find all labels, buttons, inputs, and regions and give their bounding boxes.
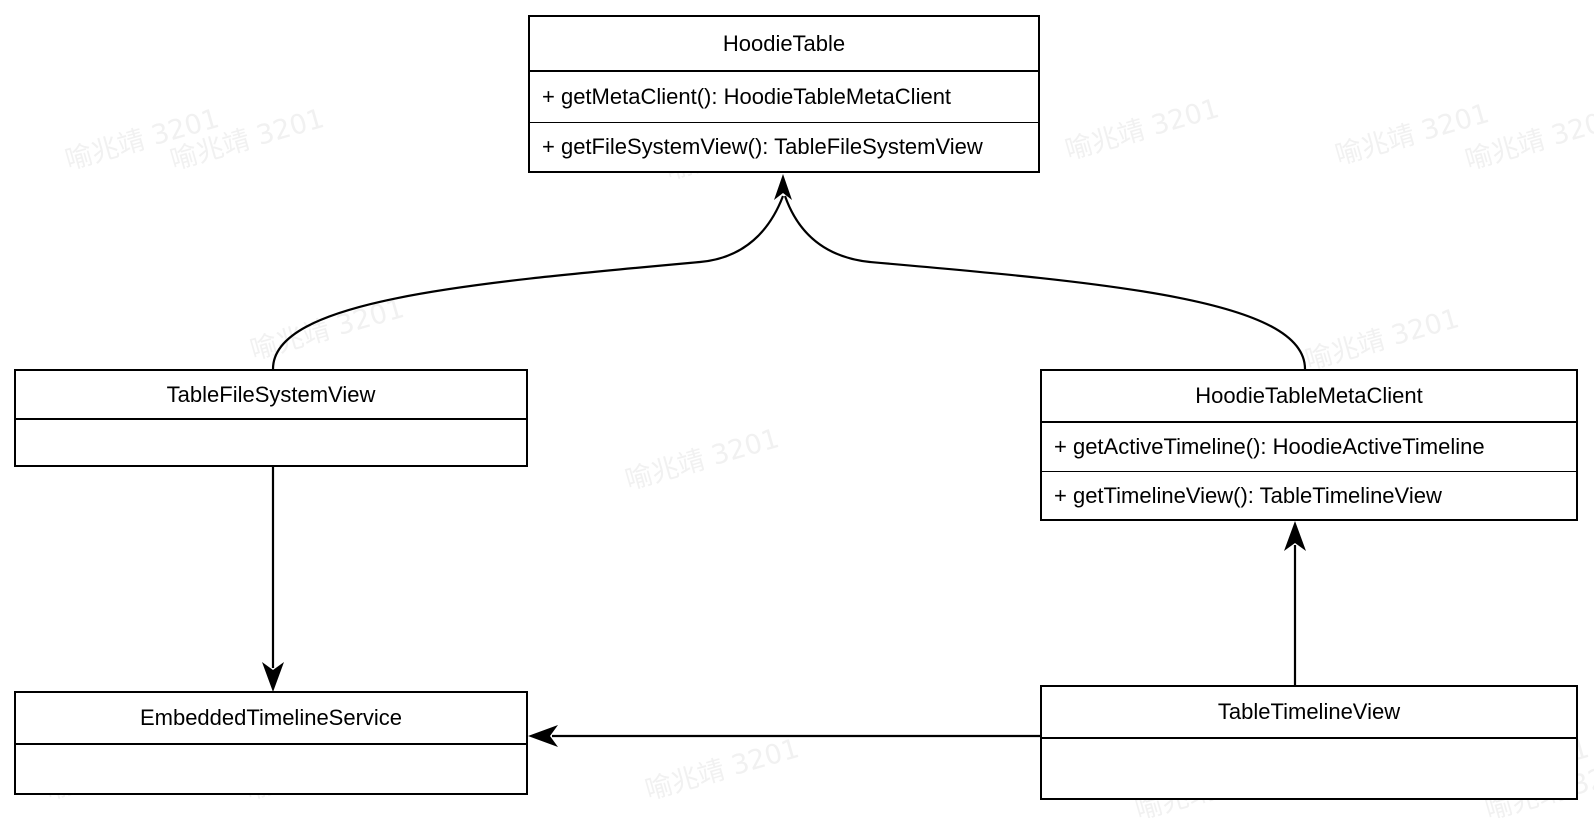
arrowhead-to-embeddedtimelineservice-top bbox=[262, 662, 284, 692]
class-box-table-file-system-view[interactable]: TableFileSystemView bbox=[14, 369, 528, 467]
class-body-table-timeline-view bbox=[1042, 739, 1576, 798]
class-member: + getFileSystemView(): TableFileSystemVi… bbox=[530, 121, 1038, 172]
class-box-embedded-timeline-service[interactable]: EmbeddedTimelineService bbox=[14, 691, 528, 795]
class-body-embedded-timeline-service bbox=[16, 745, 526, 793]
class-box-hoodie-table-meta-client[interactable]: HoodieTableMetaClient + getActiveTimeline… bbox=[1040, 369, 1578, 521]
class-member: + getActiveTimeline(): HoodieActiveTimel… bbox=[1054, 434, 1485, 459]
watermark-label: 喻兆靖 3201 bbox=[61, 103, 223, 177]
watermark-label: 喻兆靖 3201 bbox=[1061, 93, 1223, 167]
arrowhead-to-hoodietablemetaclient bbox=[1284, 521, 1306, 551]
class-name-embedded-timeline-service: EmbeddedTimelineService bbox=[16, 693, 526, 745]
class-box-hoodie-table[interactable]: HoodieTable+ getMetaClient(): HoodieTabl… bbox=[528, 15, 1040, 173]
edge-hoodietablemetaclient-to-hoodietable bbox=[783, 195, 1307, 370]
class-name-hoodie-table: HoodieTable bbox=[530, 17, 1038, 72]
class-body-hoodie-table-meta-client: + getActiveTimeline(): HoodieActiveTimel… bbox=[1042, 423, 1576, 519]
arrowhead-to-hoodietable bbox=[774, 174, 792, 200]
arrowhead-to-embeddedtimelineservice-right bbox=[528, 725, 558, 747]
class-name-table-timeline-view: TableTimelineView bbox=[1042, 687, 1576, 739]
watermark-label: 喻兆靖 3201 bbox=[1461, 103, 1594, 177]
class-name-hoodie-table-meta-client: HoodieTableMetaClient bbox=[1042, 371, 1576, 423]
watermark-label: 喻兆靖 3201 bbox=[621, 423, 783, 497]
class-member: + getTimelineView(): TableTimelineView bbox=[1042, 471, 1576, 519]
edge-tablefilesystemview-to-hoodietable bbox=[271, 195, 785, 370]
watermark-label: 喻兆靖 3201 bbox=[641, 733, 803, 807]
class-body-table-file-system-view bbox=[16, 420, 526, 465]
class-body-hoodie-table: + getMetaClient(): HoodieTableMetaClient… bbox=[530, 72, 1038, 171]
watermark-label: 喻兆靖 3201 bbox=[1301, 303, 1463, 377]
class-name-table-file-system-view: TableFileSystemView bbox=[16, 371, 526, 420]
class-box-table-timeline-view[interactable]: TableTimelineView bbox=[1040, 685, 1578, 800]
watermark-label: 喻兆靖 3201 bbox=[166, 103, 328, 177]
watermark-label: 喻兆靖 3201 bbox=[1331, 98, 1493, 172]
class-member: + getMetaClient(): HoodieTableMetaClient bbox=[542, 83, 952, 109]
watermark-label: 喻兆靖 3201 bbox=[246, 293, 408, 367]
